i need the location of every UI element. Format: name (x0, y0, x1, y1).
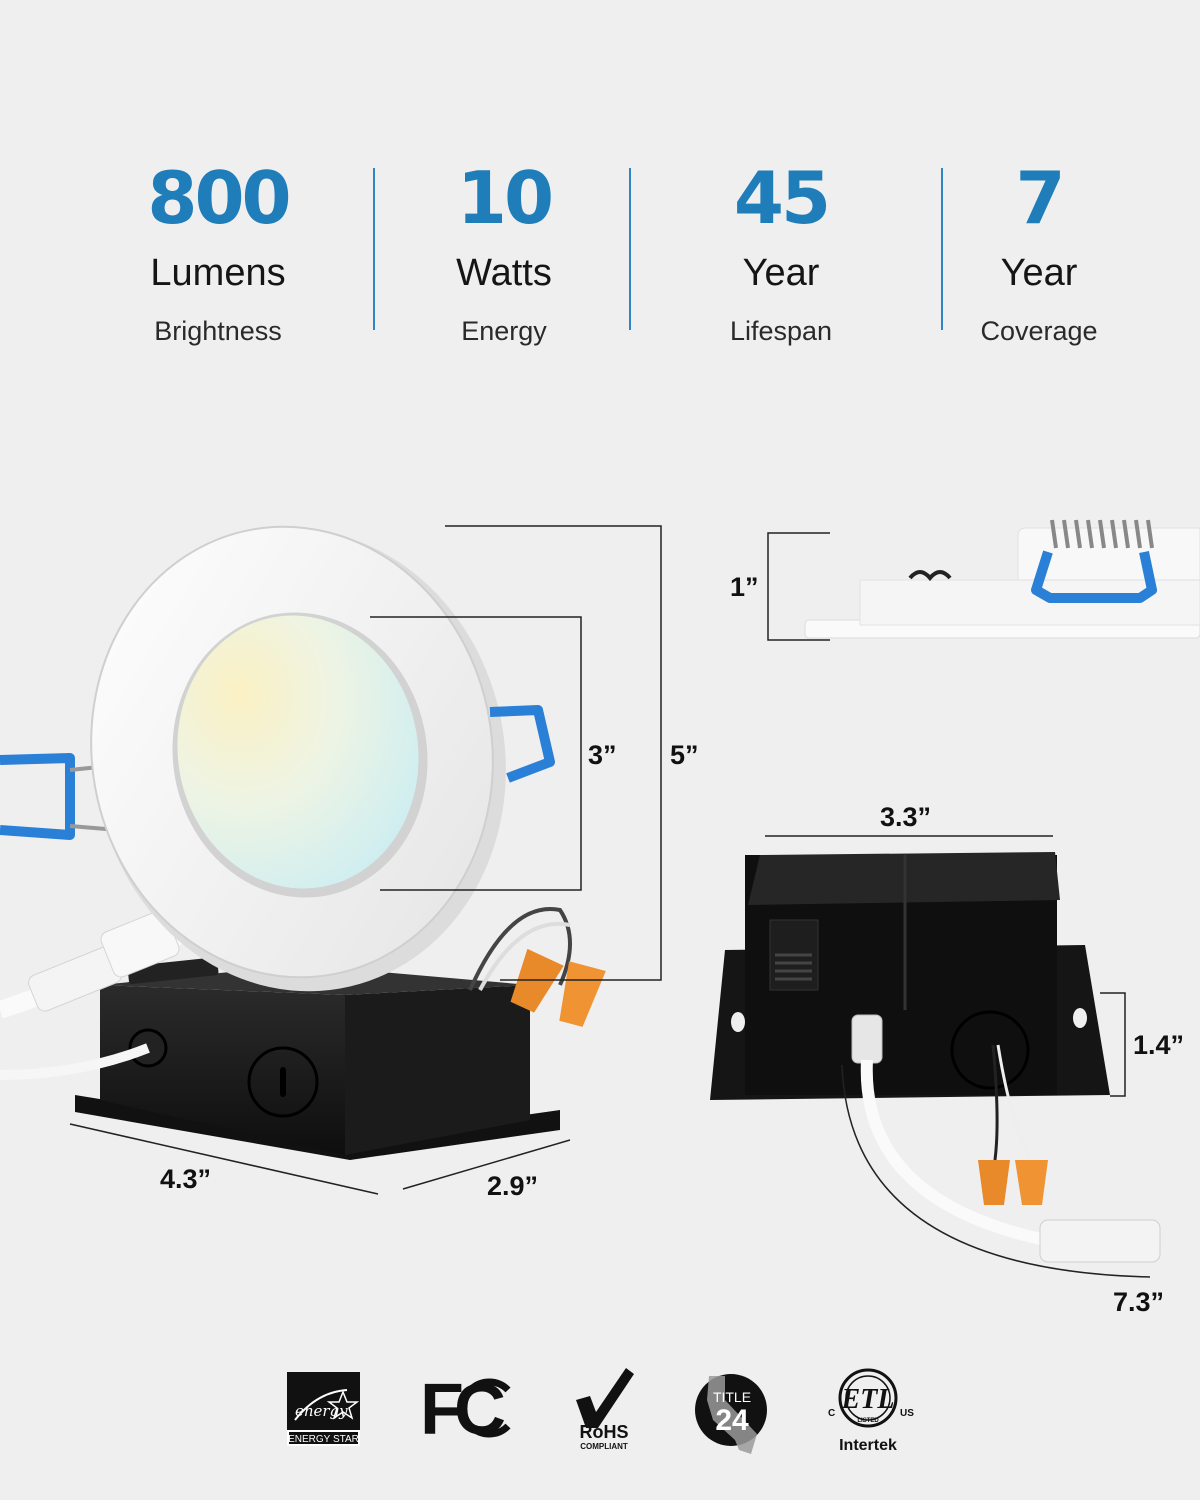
downlight-trim (90, 525, 506, 992)
stat-label: Coverage (980, 316, 1098, 346)
product-illustration (0, 519, 1200, 1278)
side-profile (767, 519, 1200, 641)
title24-num-text: 24 (715, 1404, 749, 1437)
stat-divider (941, 168, 943, 330)
energy-star-logo: energy ENERGY STAR (287, 1372, 360, 1446)
torsion-spring (1050, 519, 1154, 549)
wire-nuts-left (468, 907, 606, 1027)
stat-label: Lifespan (729, 316, 833, 346)
dim-box-width-label: 2.9” (487, 1171, 539, 1201)
title24-logo: TITLE 24 (695, 1370, 767, 1456)
intertek-text: Intertek (839, 1437, 897, 1454)
spring-clip-right (489, 705, 555, 783)
stat-unit: Year (1000, 252, 1078, 294)
dim-inner-diameter-label: 3” (588, 740, 617, 770)
led-lens (177, 615, 419, 889)
rohs-logo: RoHS COMPLIANT (570, 1366, 638, 1452)
dim-outer-diameter-label: 5” (670, 740, 699, 770)
stat-number: 10 (456, 156, 554, 240)
stat-brightness: 800 Lumens Brightness (98, 150, 338, 348)
stat-number: 7 (1015, 156, 1065, 240)
rohs-text: RoHS (580, 1422, 629, 1442)
energy-star-text: ENERGY STAR (288, 1434, 359, 1445)
junction-box-right (710, 852, 1110, 1100)
cable-left (0, 910, 195, 1080)
etl-us-text: US (900, 1408, 914, 1419)
cable-right (860, 1044, 1161, 1263)
dim-cable-length-label: 7.3” (1113, 1287, 1165, 1317)
stat-lifespan: 45 Year Lifespan (661, 150, 901, 348)
stat-unit: Watts (456, 252, 552, 294)
svg-text:ETL: ETL (841, 1384, 895, 1415)
stat-label: Energy (461, 316, 547, 346)
etl-listed-text: LISTED (857, 1418, 879, 1424)
dim-box-length-label: 4.3” (160, 1164, 212, 1194)
dim-box-height-label: 1.4” (1133, 1030, 1185, 1060)
etl-intertek-logo: ETL LISTED C US Intertek (826, 1368, 918, 1456)
stat-unit: Year (742, 252, 820, 294)
etl-c-text: C (828, 1408, 835, 1419)
energy-script: energy (295, 1402, 348, 1420)
title24-top-text: TITLE (713, 1389, 751, 1405)
stat-number: 45 (733, 156, 831, 240)
stat-number: 800 (147, 156, 291, 240)
stat-label: Brightness (154, 316, 282, 346)
specs-row: 800 Lumens Brightness 10 Watts Energy 45… (0, 150, 1200, 350)
certification-logos: energy ENERGY STAR FC RoHS COMPLIANT TIT… (0, 1360, 1200, 1480)
stat-coverage: 7 Year Coverage (919, 150, 1159, 348)
dimension-lines-light (69, 525, 662, 1195)
stat-unit: Lumens (150, 252, 286, 294)
stat-divider (629, 168, 631, 330)
product-diagram: 1” 3” 5” 4.3” 2.9” 3.3” 1.4” 7.3” (0, 519, 1200, 1317)
dim-height-label: 1” (730, 572, 759, 602)
fcc-logo: FC (420, 1370, 515, 1450)
dim-box-top-label: 3.3” (880, 802, 932, 832)
rohs-sub-text: COMPLIANT (580, 1442, 628, 1451)
dimension-lines-box (765, 835, 1151, 1278)
stat-energy: 10 Watts Energy (384, 150, 624, 348)
stat-divider (373, 168, 375, 330)
